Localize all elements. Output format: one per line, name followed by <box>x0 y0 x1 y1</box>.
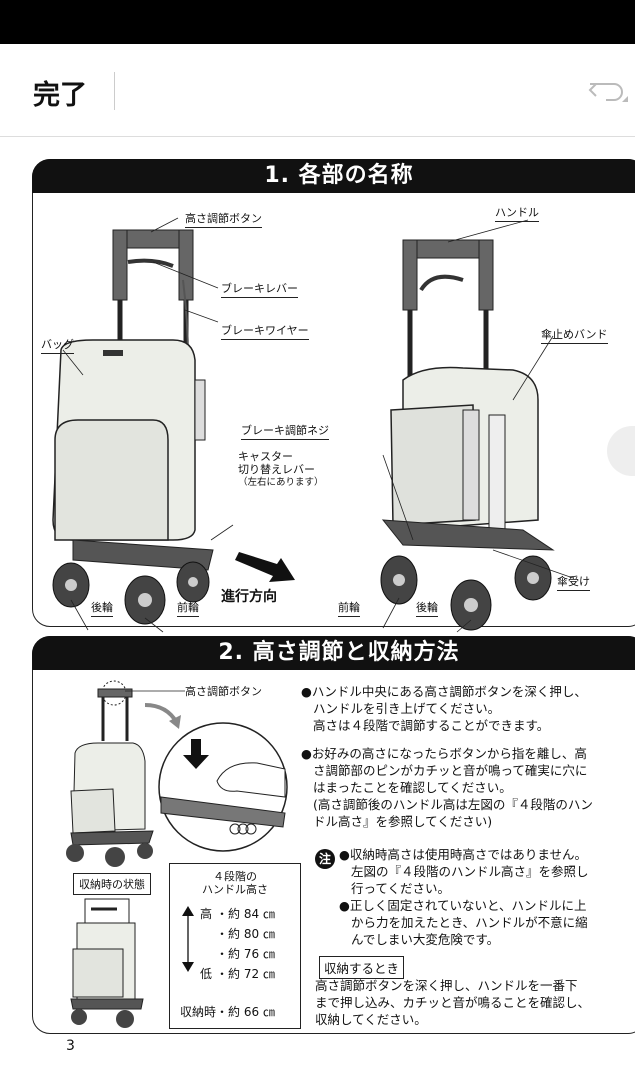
editor-toolbar: 完了 <box>0 44 635 137</box>
toolbar-divider <box>114 72 115 110</box>
caution-line: から力を加えたとき、ハンドルが不意に縮 <box>351 915 588 930</box>
caution-line: ●正しく固定されていないと、ハンドルに上 <box>339 898 587 913</box>
label-caster-line3: （左右にあります） <box>238 477 324 488</box>
caution-line: 左図の『４段階のハンドル高さ』を参照し <box>351 864 589 879</box>
direction-arrow-icon <box>235 552 295 582</box>
leader-line <box>125 690 185 692</box>
page-number: 3 <box>66 1038 75 1054</box>
height-table-title: ４段階の ハンドル高さ <box>170 870 300 896</box>
height-high-label: 高 <box>200 907 213 921</box>
stored-cart-illustration <box>70 898 144 1028</box>
label-umbrella-band: 傘止めバンド <box>541 326 608 344</box>
label-caster-line2: 切り替えレバー <box>238 463 315 476</box>
height-stored: 収納時・約 66 ㎝ <box>180 1005 275 1019</box>
storage-instructions: 高さ調節ボタンを深く押し、ハンドルを一番下 まで押し込み、カチッと音が鳴ることを… <box>315 977 635 1028</box>
done-button[interactable]: 完了 <box>33 80 87 111</box>
section-title: 1. 各部の名称 <box>32 159 635 193</box>
handle-height-table: ４段階の ハンドル高さ 高 ・約 84 ㎝ ・約 80 ㎝ ・約 76 ㎝ 低 … <box>169 863 301 1029</box>
label-rear-wheel-left: 後輪 <box>91 599 113 617</box>
label-brake-wire: ブレーキワイヤー <box>221 322 309 340</box>
height-table-title-line1: ４段階の <box>213 870 257 883</box>
stored-state-label: 収納時の状態 <box>73 873 151 895</box>
label-direction: 進行方向 <box>221 589 277 605</box>
height-row-76: ・約 76 ㎝ <box>216 947 275 961</box>
instruction-paragraph-1: ●ハンドル中央にある高さ調節ボタンを深く押し、 ハンドルを引き上げてください。 … <box>301 683 635 734</box>
caution-line: ●収納時高さは使用時高さではありません。 <box>339 847 588 862</box>
curved-arrow-icon <box>144 703 181 729</box>
storage-heading: 収納するとき <box>319 956 405 979</box>
instruction-paragraph-2: ●お好みの高さになったらボタンから指を離し、高 さ調節部のピンがカチッと音が鳴っ… <box>301 745 635 830</box>
height-row-72: ・約 72 ㎝ <box>216 967 275 981</box>
instruction-line: (高さ調節後のハンドル高は左図の『４段階のハン <box>313 797 593 812</box>
shopping-cart-illustration-front <box>52 217 234 633</box>
label-brake-lever: ブレーキレバー <box>221 280 298 298</box>
cart-height-illustration <box>66 680 154 867</box>
manual-page: 1. 各部の名称 <box>0 137 635 1080</box>
caution-notes: ●収納時高さは使用時高さではありません。 左図の『４段階のハンドル高さ』を参照し… <box>339 846 635 948</box>
label-front-wheel-left: 前輪 <box>177 599 199 617</box>
height-low-label: 低 <box>200 967 213 981</box>
button-press-detail-illustration <box>158 722 288 852</box>
height-row-84: ・約 84 ㎝ <box>216 907 275 921</box>
label-front-wheel-right: 前輪 <box>338 599 360 617</box>
instruction-line: さ調節部のピンがカチッと音が鳴って確実に穴に <box>313 763 588 778</box>
section-title: 2. 高さ調節と収納方法 <box>32 636 635 670</box>
instruction-line: 高さは４段階で調節することができます。 <box>313 718 550 733</box>
label-caster-line1: キャスター <box>238 450 293 463</box>
label-handle: ハンドル <box>495 204 539 222</box>
caution-line: 行ってください。 <box>351 881 451 896</box>
label-caster-lever: キャスター 切り替えレバー （左右にあります） <box>238 450 324 489</box>
label-umbrella-holder: 傘受け <box>557 573 590 591</box>
undo-icon[interactable] <box>588 74 628 108</box>
instruction-line: ドル高さ』を参照してください) <box>313 814 493 829</box>
storage-line: 収納してください。 <box>315 1012 427 1027</box>
label-height-button-2: 高さ調節ボタン <box>185 685 262 698</box>
status-bar <box>0 0 635 44</box>
instruction-line: はまったことを確認してください。 <box>313 780 512 795</box>
shopping-cart-illustration-back <box>380 219 574 633</box>
storage-line: 高さ調節ボタンを深く押し、ハンドルを一番下 <box>315 978 578 993</box>
caution-line: んでしまい大変危険です。 <box>351 932 500 947</box>
label-brake-screw: ブレーキ調節ネジ <box>241 422 329 440</box>
up-down-arrow-icon <box>182 906 194 972</box>
section-height-adjust-storage: 2. 高さ調節と収納方法 高さ調節ボタン <box>32 636 635 1034</box>
section-parts-names: 1. 各部の名称 <box>32 159 635 633</box>
instruction-line: ●ハンドル中央にある高さ調節ボタンを深く押し、 <box>301 684 587 699</box>
label-rear-wheel-right: 後輪 <box>416 599 438 617</box>
instruction-line: ●お好みの高さになったらボタンから指を離し、高 <box>301 746 587 761</box>
height-row-80: ・約 80 ㎝ <box>216 927 275 941</box>
height-table-title-line2: ハンドル高さ <box>202 883 268 896</box>
caution-icon: 注 <box>315 849 335 869</box>
instruction-line: ハンドルを引き上げてください。 <box>313 701 501 716</box>
storage-line: まで押し込み、カチッと音が鳴ることを確認し、 <box>315 995 591 1010</box>
label-bag: バッグ <box>41 336 74 354</box>
label-height-button: 高さ調節ボタン <box>185 210 262 228</box>
